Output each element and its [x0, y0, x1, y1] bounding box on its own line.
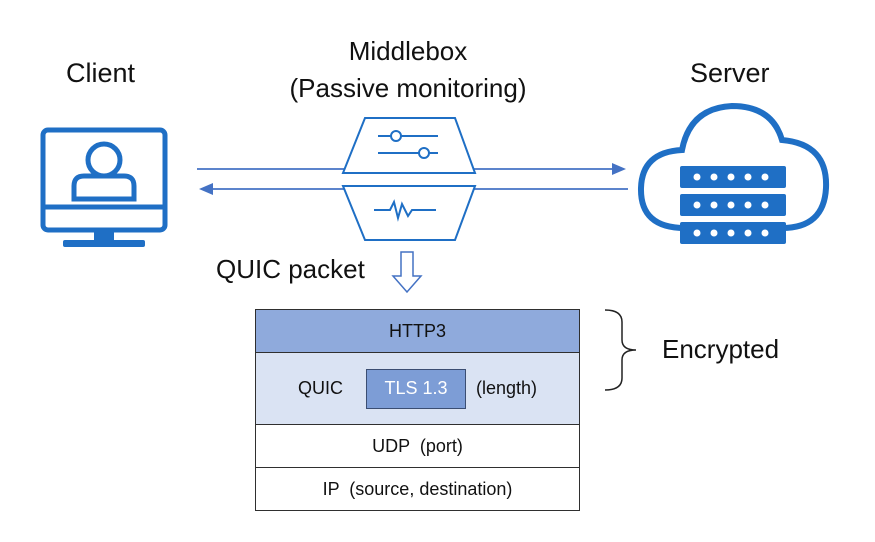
- ip-layer: IP (source, destination): [255, 468, 580, 511]
- tls-box: TLS 1.3: [366, 368, 466, 409]
- server-label: Server: [690, 58, 770, 88]
- http3-layer: HTTP3: [255, 309, 580, 353]
- tls-label: TLS 1.3: [384, 378, 448, 398]
- server-cloud-icon: [637, 102, 830, 244]
- quic-layer-label: QUIC: [298, 378, 343, 398]
- waveform-icon: [374, 199, 436, 222]
- protocol-stack: HTTP3 QUIC TLS 1.3 (length) UDP (port) I…: [255, 309, 580, 511]
- encrypted-brace-icon: [604, 309, 637, 391]
- http3-layer-label: HTTP3: [388, 320, 446, 341]
- down-arrow-icon: [391, 251, 423, 294]
- udp-layer-label: UDP (port): [372, 435, 463, 456]
- ip-layer-label: IP (source, destination): [322, 478, 513, 499]
- middlebox-subtitle: (Passive monitoring): [289, 73, 527, 103]
- quic-packet-label: QUIC packet: [216, 254, 365, 284]
- middlebox-icon: [341, 117, 477, 241]
- client-label: Client: [66, 58, 136, 88]
- middlebox-title: Middlebox: [348, 36, 468, 66]
- client-monitor-icon: [40, 127, 168, 233]
- udp-layer: UDP (port): [255, 425, 580, 468]
- quic-layer: QUIC TLS 1.3 (length): [255, 353, 580, 425]
- slider-controls-icon: [378, 130, 438, 159]
- client-stand-icon: [63, 230, 145, 247]
- quic-length-label: (length): [476, 378, 538, 398]
- encrypted-label: Encrypted: [662, 334, 780, 364]
